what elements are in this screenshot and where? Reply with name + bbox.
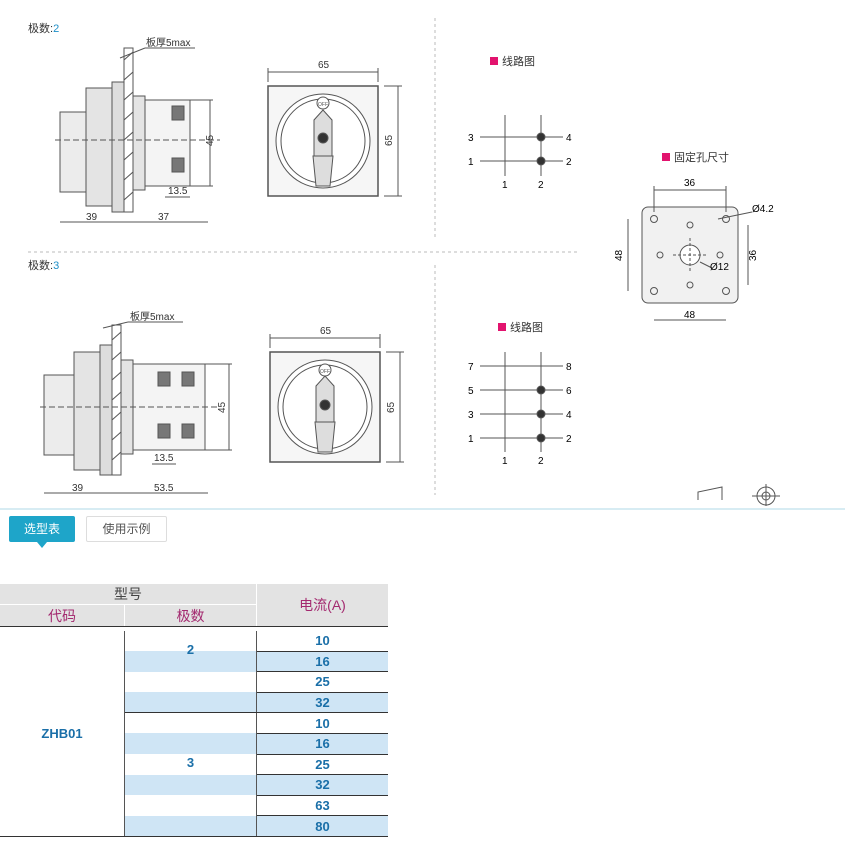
dim-45: 45 — [217, 401, 228, 413]
off-label: OFF — [318, 102, 328, 108]
terminal-label: 1 — [502, 456, 508, 467]
terminal-label: 2 — [566, 434, 572, 445]
current-cell: 16 — [256, 733, 388, 755]
dim-37: 37 — [158, 212, 170, 223]
dim-phi-4-2: Ø4.2 — [752, 204, 774, 215]
current-cell: 32 — [256, 692, 388, 714]
terminal-label: 2 — [538, 456, 544, 467]
dim-65: 65 — [386, 401, 397, 413]
dim-65: 65 — [318, 60, 330, 71]
poles-label-3: 极数:3 — [28, 258, 59, 272]
tab-usage-example[interactable]: 使用示例 — [86, 516, 167, 542]
terminal-label: 2 — [566, 157, 572, 168]
dim-65: 65 — [320, 326, 332, 337]
section-divider — [0, 508, 845, 510]
front-view-3pole — [269, 334, 404, 463]
dim-13-5: 13.5 — [154, 453, 174, 464]
wiring-title: 线路图 — [510, 320, 543, 334]
panel-thickness-label: 板厚5max — [130, 310, 174, 323]
header-code: 代码 — [0, 604, 125, 627]
terminal-label: 1 — [502, 180, 508, 191]
wiring-marker-icon — [498, 323, 506, 331]
dim-39: 39 — [72, 483, 84, 494]
dim-65: 65 — [384, 134, 395, 146]
front-view-2pole — [267, 68, 402, 197]
dim-53-5: 53.5 — [154, 483, 174, 494]
current-cell: 25 — [256, 754, 388, 776]
current-cell: 10 — [256, 631, 388, 652]
terminal-label: 2 — [538, 180, 544, 191]
current-cell: 16 — [256, 651, 388, 673]
header-current: 电流(A) — [256, 584, 388, 627]
selection-table: 型号 电流(A) 代码 极数 ZHB01 10 16 2 25 32 10 16… — [0, 584, 388, 837]
terminal-label: 4 — [566, 410, 572, 421]
mount-marker-icon — [662, 153, 670, 161]
terminal-label: 1 — [468, 434, 474, 445]
terminal-label: 1 — [468, 157, 474, 168]
dim-48: 48 — [684, 310, 696, 321]
side-view-3pole — [40, 321, 232, 494]
dim-48: 48 — [614, 249, 625, 261]
current-cell: 32 — [256, 774, 388, 796]
panel-thickness-label: 板厚5max — [146, 36, 190, 49]
dim-36: 36 — [684, 178, 696, 189]
terminal-label: 6 — [566, 386, 572, 397]
side-view-2pole — [55, 47, 220, 223]
technical-drawing: 极数:2 极数:3 板厚5max 45 13.5 39 37 — [28, 18, 780, 506]
code-cell: ZHB01 — [0, 631, 125, 837]
poles-cell: 3 — [186, 754, 195, 770]
poles-cell: 2 — [186, 641, 195, 657]
current-cell: 10 — [256, 712, 388, 734]
terminal-label: 8 — [566, 362, 572, 373]
current-cell: 63 — [256, 795, 388, 817]
off-label: OFF — [320, 369, 330, 375]
terminal-label: 5 — [468, 386, 474, 397]
dim-phi-12: Ø12 — [710, 262, 729, 273]
terminal-label: 3 — [468, 133, 474, 144]
wiring-diagram-3pole — [480, 352, 563, 452]
header-poles: 极数 — [124, 604, 257, 627]
wiring-diagram-2pole — [480, 115, 563, 176]
terminal-label: 7 — [468, 362, 474, 373]
terminal-label: 4 — [566, 133, 572, 144]
current-cell: 25 — [256, 671, 388, 693]
header-model: 型号 — [0, 584, 257, 605]
projection-symbol-icon — [697, 484, 780, 506]
wiring-marker-icon — [490, 57, 498, 65]
mount-title: 固定孔尺寸 — [674, 150, 729, 164]
terminal-label: 3 — [468, 410, 474, 421]
tab-selection-table[interactable]: 选型表 — [9, 516, 75, 548]
dim-39: 39 — [86, 212, 98, 223]
current-cell: 80 — [256, 815, 388, 837]
dim-36: 36 — [748, 249, 759, 261]
dim-13-5: 13.5 — [168, 186, 188, 197]
mount-hole-diagram — [627, 186, 753, 321]
dim-45: 45 — [205, 134, 216, 146]
wiring-title: 线路图 — [502, 54, 535, 68]
poles-label-2: 极数:2 — [28, 21, 59, 35]
